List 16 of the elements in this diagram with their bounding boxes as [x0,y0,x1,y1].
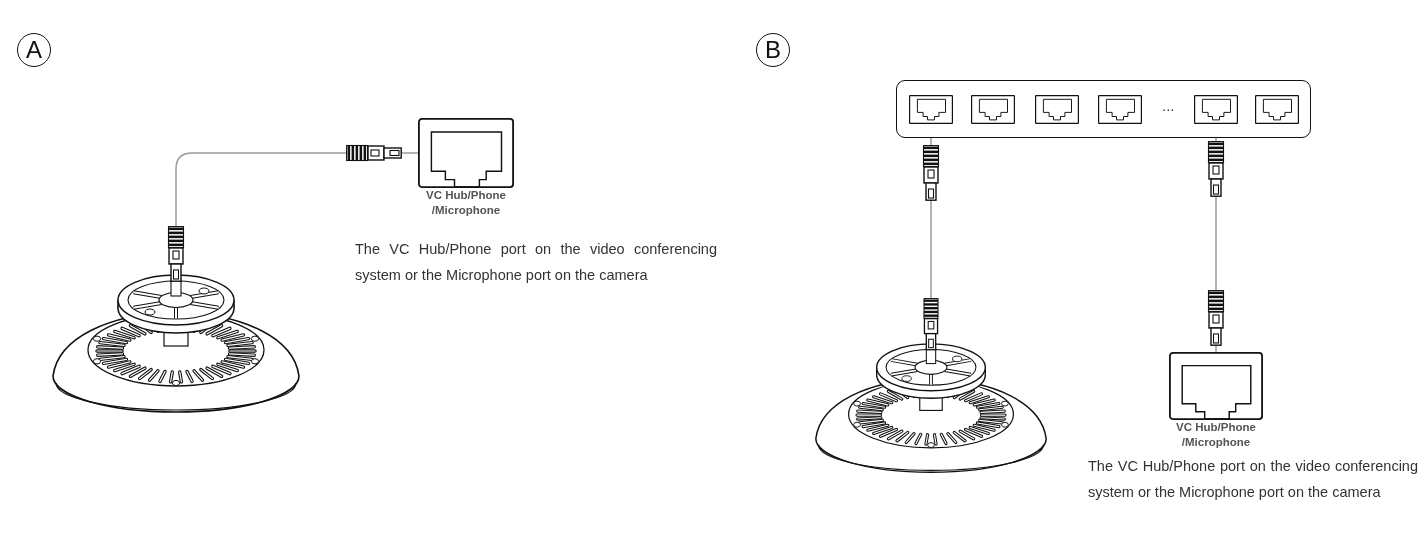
ethernet-port [971,95,1015,124]
microphone-drawing [50,226,302,416]
microphone-drawing [813,298,1049,476]
cable [930,137,932,299]
ethernet-port [1035,95,1079,124]
ellipsis: ... [1162,97,1175,115]
ethernet-port [1255,95,1299,124]
ethernet-port [909,95,953,124]
port-label: VC Hub/Phone /Microphone [1175,420,1257,450]
port-description: The VC Hub/Phone port on the video conferencing system or the Microphone port on the camera [1088,457,1418,502]
ethernet-port [1098,95,1142,124]
port-description: The VC Hub/Phone port on the video conferencing system or the Microphone port on the camera [355,240,717,285]
network-switch [896,80,1311,138]
port-label: VC Hub/Phone /Microphone [425,188,507,218]
ethernet-port [1194,95,1238,124]
cable [175,152,419,227]
